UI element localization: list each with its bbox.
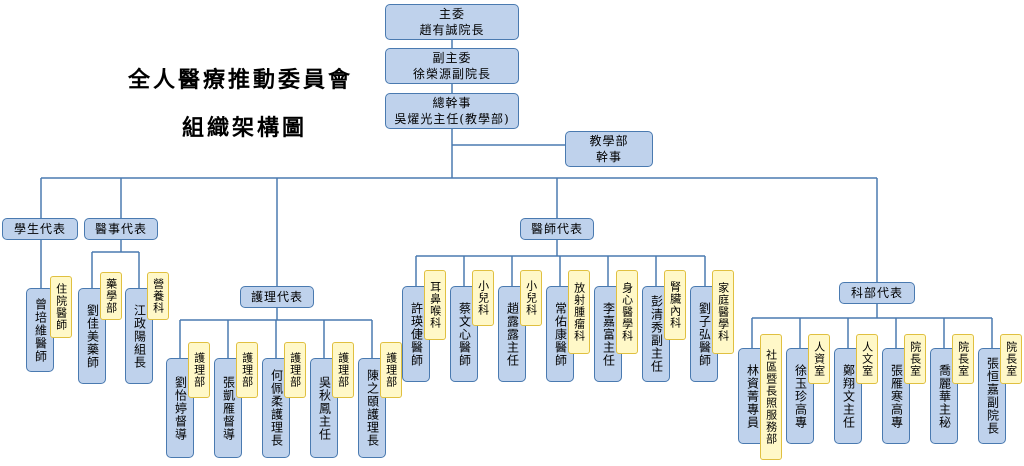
vice-chair-role: 副主委 <box>432 50 472 65</box>
group-nursing: 護理代表 <box>240 286 314 308</box>
member-dept-tag: 小兒科 <box>520 270 542 326</box>
vice-chair-box: 副主委 徐榮源副院長 <box>385 48 519 84</box>
group-department: 科部代表 <box>839 282 915 304</box>
member-name: 張恒嘉副院長 <box>978 348 1006 444</box>
member-dept-tag: 身心醫學科 <box>616 270 638 354</box>
member-name: 江政陽組長 <box>125 288 153 384</box>
member-dept-tag: 藥學部 <box>100 272 122 320</box>
member-dept-tag: 小兒科 <box>472 270 494 326</box>
chair-box: 主委 趙有誠院長 <box>385 4 519 40</box>
chair-name: 趙有誠院長 <box>419 23 485 37</box>
member-dept-tag: 護理部 <box>332 342 354 398</box>
teaching-dept-secretary-box: 教學部 幹事 <box>565 131 653 167</box>
chair-role: 主委 <box>438 6 465 21</box>
member-dept-tag: 住院醫師 <box>50 276 72 338</box>
member-dept-tag: 營養科 <box>147 272 169 320</box>
member-dept-tag: 院長室 <box>904 334 926 384</box>
member-dept-tag: 護理部 <box>284 342 306 398</box>
member-dept-tag: 社區暨長照服務部 <box>760 334 782 460</box>
member-dept-tag: 護理部 <box>188 342 210 398</box>
member-dept-tag: 人文室 <box>856 334 878 384</box>
secretary-general-name: 吳燿光主任(教學部) <box>394 112 510 126</box>
group-student: 學生代表 <box>2 218 78 240</box>
member-name: 曾培維醫師 <box>26 288 54 372</box>
secretary-general-box: 總幹事 吳燿光主任(教學部) <box>385 93 519 129</box>
group-medical-affairs: 醫事代表 <box>84 218 158 240</box>
member-name: 喬麗華主秘 <box>930 348 958 444</box>
member-dept-tag: 護理部 <box>236 342 258 398</box>
group-physician: 醫師代表 <box>520 218 594 240</box>
vice-chair-name: 徐榮源副院長 <box>412 67 491 81</box>
chart-subtitle: 組織架構圖 <box>182 115 308 141</box>
member-dept-tag: 護理部 <box>380 342 402 398</box>
member-name: 張雁寒高專 <box>882 348 910 444</box>
member-dept-tag: 家庭醫學科 <box>712 270 734 354</box>
member-dept-tag: 耳鼻喉科 <box>424 270 446 340</box>
member-name: 劉佳美藥師 <box>78 288 106 384</box>
secretary-general-role: 總幹事 <box>432 95 472 110</box>
teaching-dept-role: 教學部 <box>589 133 629 148</box>
member-dept-tag: 腎臟內科 <box>664 270 686 340</box>
teaching-dept-name: 幹事 <box>595 150 622 164</box>
member-dept-tag: 人資室 <box>808 334 830 384</box>
member-dept-tag: 院長室 <box>952 334 974 384</box>
member-dept-tag: 放射腫瘤科 <box>568 270 590 354</box>
chart-title: 全人醫療推動委員會 <box>128 67 354 93</box>
member-dept-tag: 院長室 <box>1000 334 1022 384</box>
